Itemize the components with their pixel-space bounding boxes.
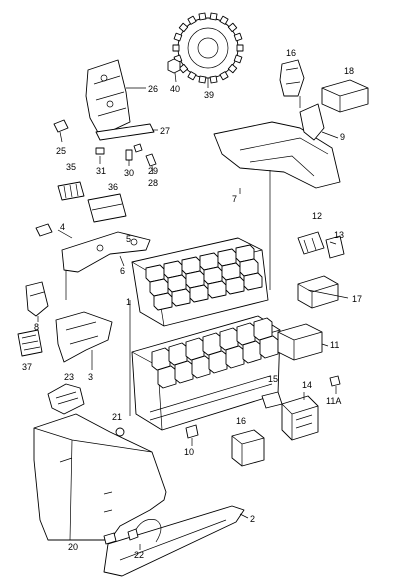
part-screw-29[interactable] <box>133 143 143 153</box>
part-gear-39[interactable] <box>172 12 244 84</box>
callout-36: 36 <box>108 182 118 192</box>
callout-8: 8 <box>34 322 39 332</box>
callout-28: 28 <box>148 178 158 188</box>
callout-30: 30 <box>124 168 134 178</box>
callout-1: 1 <box>126 297 131 307</box>
callout-9: 9 <box>340 132 345 142</box>
callout-39: 39 <box>204 90 214 100</box>
callout-37: 37 <box>22 362 32 372</box>
callout-17: 17 <box>352 294 362 304</box>
callout-15: 15 <box>268 374 278 384</box>
part-screw-31[interactable] <box>95 147 105 164</box>
callout-25: 25 <box>56 146 66 156</box>
callout-23: 23 <box>64 372 74 382</box>
callout-18: 18 <box>344 66 354 76</box>
part-base-tray-2[interactable] <box>103 505 249 577</box>
part-screw-30[interactable] <box>125 149 133 166</box>
callout-7: 7 <box>232 194 237 204</box>
part-support-arm-6[interactable] <box>35 223 151 300</box>
callout-labels: 1 2 3 4 5 6 7 8 9 10 11 11A 12 13 14 15 … <box>22 48 362 560</box>
callout-21: 21 <box>112 412 122 422</box>
part-bracket-26[interactable] <box>85 59 146 137</box>
part-screw-28[interactable] <box>145 153 157 175</box>
callout-5: 5 <box>126 234 131 244</box>
callout-16-bottom: 16 <box>236 416 246 426</box>
callout-26: 26 <box>148 84 158 94</box>
callout-20: 20 <box>68 542 78 552</box>
part-housing-20[interactable] <box>33 413 167 545</box>
callout-13: 13 <box>334 230 344 240</box>
part-connector-12[interactable] <box>297 231 325 255</box>
part-connector-37[interactable] <box>17 329 43 357</box>
callout-29: 29 <box>148 166 158 176</box>
callout-11a: 11A <box>326 396 341 406</box>
callout-11: 11 <box>330 340 339 350</box>
part-nut-40[interactable] <box>167 58 181 83</box>
part-cover-23[interactable] <box>47 383 85 415</box>
part-clip-11a[interactable] <box>329 375 341 394</box>
part-relay-16-bottom[interactable] <box>231 429 265 467</box>
part-clip-3[interactable] <box>55 311 113 370</box>
part-relay-18[interactable] <box>321 79 369 113</box>
callout-4: 4 <box>60 222 65 232</box>
callout-31: 31 <box>96 166 106 176</box>
part-holder-35[interactable] <box>57 181 85 201</box>
callout-6: 6 <box>120 266 125 276</box>
part-relay-carrier-1[interactable] <box>131 237 269 327</box>
callout-27: 27 <box>160 126 170 136</box>
part-relay-14[interactable] <box>281 395 319 441</box>
callout-10: 10 <box>184 447 194 457</box>
callout-22: 22 <box>134 550 144 560</box>
callout-40: 40 <box>170 84 180 94</box>
part-clip-10[interactable] <box>185 424 199 446</box>
callout-12: 12 <box>312 211 322 221</box>
callout-2: 2 <box>250 514 255 524</box>
part-strip-27[interactable] <box>95 123 158 141</box>
part-spring-clip-22[interactable] <box>127 519 162 550</box>
part-relay-panel[interactable] <box>129 300 281 431</box>
part-mounting-plate-7[interactable] <box>213 103 341 290</box>
part-relay-11[interactable] <box>277 323 323 361</box>
part-relay-16-top[interactable] <box>279 59 305 97</box>
part-connector-13[interactable] <box>325 235 345 259</box>
callout-3: 3 <box>88 372 93 382</box>
callout-35: 35 <box>66 162 76 172</box>
part-clip-25[interactable] <box>53 119 69 143</box>
leader-lines <box>207 78 349 400</box>
part-screw-21[interactable] <box>115 427 125 437</box>
part-holder-36[interactable] <box>87 193 127 223</box>
callout-16-top: 16 <box>286 48 296 58</box>
callout-14: 14 <box>302 380 312 390</box>
part-lever-8[interactable] <box>25 281 49 322</box>
